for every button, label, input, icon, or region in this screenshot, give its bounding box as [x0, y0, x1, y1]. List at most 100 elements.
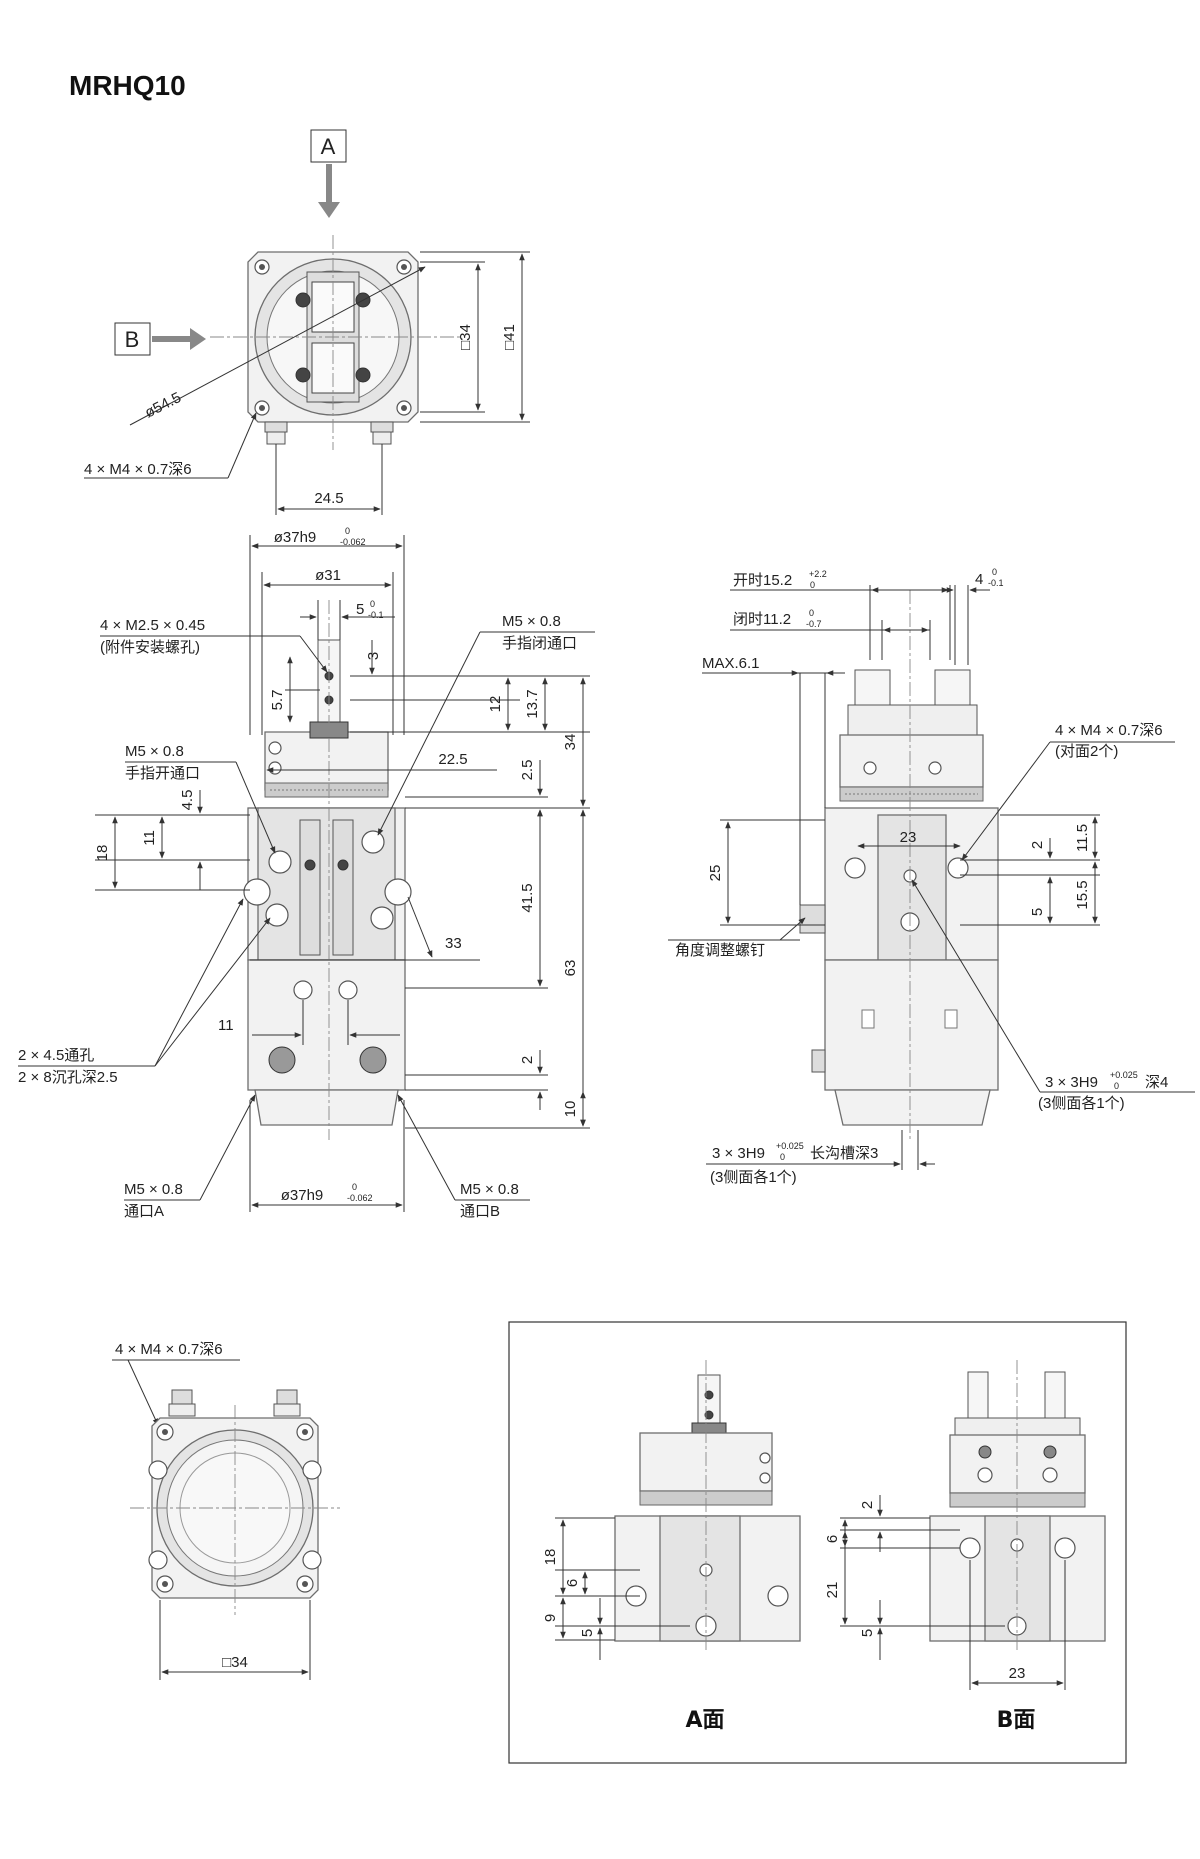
svg-text:4 × M4 × 0.7深6: 4 × M4 × 0.7深6	[115, 1341, 223, 1358]
svg-text:0: 0	[809, 608, 814, 618]
view-tag-b	[114, 322, 151, 356]
front-m25-note: (附件安装螺孔)	[100, 639, 200, 656]
bottom-view: 4 × M4 × 0.7深6	[112, 1341, 340, 1680]
front-m25: 4 × M2.5 × 0.45	[100, 617, 205, 634]
svg-text:开时15.2: 开时15.2	[733, 572, 792, 589]
front-view: ø37h9 0 -0.062 ø31 5 0 -0.1 4 × M2.5 × 0…	[18, 526, 595, 1220]
svg-text:5: 5	[1029, 908, 1046, 916]
svg-text:11.5: 11.5	[1074, 824, 1091, 852]
svg-text:-0.062: -0.062	[340, 537, 366, 547]
svg-text:2 × 8沉孔深2.5: 2 × 8沉孔深2.5	[18, 1069, 118, 1086]
detail-b-caption: B面	[997, 1708, 1036, 1733]
page-title: MRHQ10	[69, 70, 186, 101]
svg-text:0: 0	[992, 567, 997, 577]
top-holes-label: 4 × M4 × 0.7深6	[84, 461, 192, 478]
down-arrow-icon	[318, 202, 340, 218]
svg-text:闭时11.2: 闭时11.2	[733, 611, 791, 628]
svg-text:M5 × 0.8: M5 × 0.8	[460, 1181, 519, 1198]
svg-text:11: 11	[141, 830, 158, 846]
svg-text:6: 6	[564, 1579, 581, 1587]
svg-text:6: 6	[824, 1535, 841, 1543]
view-tag-a	[310, 129, 347, 163]
svg-text:(对面2个): (对面2个)	[1055, 743, 1118, 760]
svg-text:9: 9	[542, 1614, 559, 1622]
dim-sq41: □41	[501, 324, 518, 350]
front-d37-top: ø37h9	[274, 529, 317, 546]
svg-text:5.7: 5.7	[269, 690, 286, 711]
svg-text:(3侧面各1个): (3侧面各1个)	[710, 1169, 797, 1186]
front-w5: 5	[356, 601, 364, 618]
side-view: 开时15.2 +2.2 0 闭时11.2 0 -0.7 4 0 -0.1 MAX…	[668, 567, 1195, 1186]
svg-text:0: 0	[352, 1182, 357, 1192]
svg-text:4: 4	[975, 571, 983, 588]
dim-w245: 24.5	[314, 490, 343, 507]
svg-text:0: 0	[1114, 1081, 1119, 1091]
svg-text:13.7: 13.7	[524, 689, 541, 718]
svg-text:5: 5	[859, 1629, 876, 1637]
svg-text:33: 33	[445, 935, 462, 952]
svg-text:2: 2	[859, 1501, 876, 1509]
svg-text:通口B: 通口B	[460, 1203, 500, 1220]
view-tag-b-label: B	[125, 327, 140, 352]
svg-text:25: 25	[707, 865, 724, 882]
svg-text:10: 10	[562, 1101, 579, 1118]
svg-text:-0.062: -0.062	[347, 1193, 373, 1203]
svg-text:-0.1: -0.1	[368, 610, 384, 620]
svg-text:长沟槽深3: 长沟槽深3	[810, 1145, 878, 1162]
front-d31: ø31	[315, 567, 341, 584]
svg-text:12: 12	[487, 696, 504, 713]
front-m5-close: M5 × 0.8	[502, 613, 561, 630]
svg-text:3: 3	[365, 652, 382, 660]
svg-text:-0.7: -0.7	[806, 619, 822, 629]
svg-text:0: 0	[345, 526, 350, 536]
svg-text:(3侧面各1个): (3侧面各1个)	[1038, 1095, 1125, 1112]
detail-a: 18 6 9 5 A面	[542, 1360, 801, 1733]
svg-text:3 × 3H9: 3 × 3H9	[712, 1145, 765, 1162]
svg-text:21: 21	[824, 1582, 841, 1599]
front-m5-open: M5 × 0.8	[125, 743, 184, 760]
svg-text:2 × 4.5通孔: 2 × 4.5通孔	[18, 1047, 94, 1064]
svg-text:2: 2	[519, 1056, 536, 1064]
svg-text:ø37h9: ø37h9	[281, 1187, 324, 1204]
svg-text:0: 0	[370, 599, 375, 609]
svg-text:63: 63	[562, 960, 579, 977]
svg-text:3 × 3H9: 3 × 3H9	[1045, 1074, 1098, 1091]
svg-text:18: 18	[542, 1549, 559, 1566]
svg-text:通口A: 通口A	[124, 1203, 164, 1220]
detail-box: 18 6 9 5 A面	[508, 1321, 1127, 1764]
svg-text:22.5: 22.5	[438, 751, 467, 768]
right-arrow-icon	[190, 328, 206, 350]
svg-text:M5 × 0.8: M5 × 0.8	[124, 1181, 183, 1198]
svg-text:23: 23	[1009, 1665, 1026, 1682]
svg-text:4.5: 4.5	[179, 790, 196, 811]
svg-text:+0.025: +0.025	[776, 1141, 804, 1151]
front-m5-close-note: 手指闭通口	[502, 635, 577, 652]
svg-text:MAX.6.1: MAX.6.1	[702, 655, 760, 672]
svg-text:□34: □34	[222, 1654, 248, 1671]
dim-sq34: □34	[457, 324, 474, 350]
svg-text:5: 5	[579, 1629, 596, 1637]
svg-text:34: 34	[562, 734, 579, 751]
svg-text:41.5: 41.5	[519, 883, 536, 912]
svg-text:+0.025: +0.025	[1110, 1070, 1138, 1080]
svg-text:23: 23	[900, 829, 917, 846]
svg-text:4 × M4 × 0.7深6: 4 × M4 × 0.7深6	[1055, 722, 1163, 739]
svg-text:角度调整螺钉: 角度调整螺钉	[675, 942, 765, 959]
top-view: A B	[84, 129, 530, 515]
svg-text:0: 0	[780, 1152, 785, 1162]
dim-dia545: ø54.5	[142, 389, 184, 422]
svg-text:11: 11	[218, 1017, 234, 1034]
svg-text:18: 18	[94, 845, 111, 862]
detail-b: 2 6 21 5 23 B面	[824, 1360, 1106, 1733]
svg-text:15.5: 15.5	[1074, 880, 1091, 909]
view-tag-a-label: A	[321, 134, 336, 159]
svg-text:深4: 深4	[1145, 1074, 1168, 1091]
detail-a-caption: A面	[685, 1708, 724, 1733]
front-m5-open-note: 手指开通口	[125, 765, 200, 782]
svg-text:2: 2	[1029, 841, 1046, 849]
svg-text:-0.1: -0.1	[988, 578, 1004, 588]
svg-text:0: 0	[810, 580, 815, 590]
svg-text:+2.2: +2.2	[809, 569, 827, 579]
